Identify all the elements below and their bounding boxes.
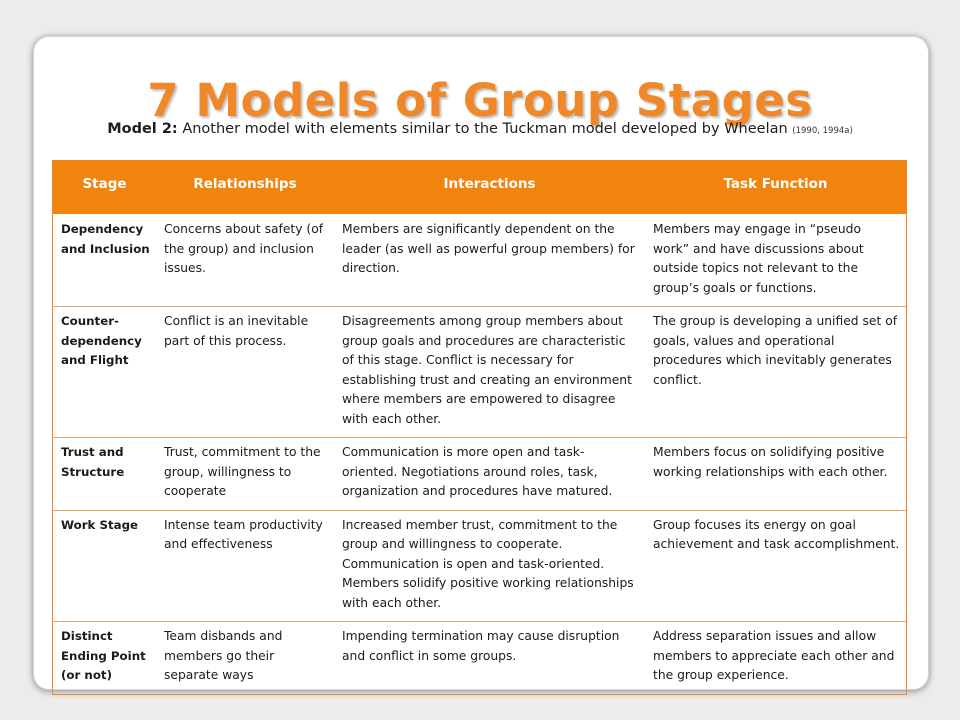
task-function-cell: The group is developing a unified set of…	[645, 306, 906, 438]
stages-table-wrapper: Stage Relationships Interactions Task Fu…	[52, 160, 907, 695]
subtitle: Model 2: Another model with elements sim…	[0, 120, 960, 140]
interactions-cell: Increased member trust, commitment to th…	[334, 509, 645, 622]
header-interactions: Interactions	[334, 161, 645, 214]
relationships-cell: Team disbands and members go their separ…	[156, 621, 334, 694]
relationships-cell: Concerns about safety (of the group) and…	[164, 222, 324, 275]
header-stage: Stage	[53, 161, 156, 214]
task-function-cell: Address separation issues and allow memb…	[645, 621, 906, 694]
interactions-cell: Members are significantly dependent on t…	[342, 222, 635, 275]
stages-table: Stage Relationships Interactions Task Fu…	[53, 161, 906, 694]
table-row: Work Stage Intense team productivity and…	[53, 509, 906, 622]
page-title: 7 Models of Group Stages	[147, 74, 813, 128]
header-task-function: Task Function	[645, 161, 906, 214]
interactions-cell: Disagreements among group members about …	[334, 306, 645, 438]
stage-cell: Dependency and Inclusion	[61, 222, 150, 256]
citation: (1990, 1994a)	[792, 126, 853, 136]
relationships-cell: Conflict is an inevitable part of this p…	[156, 306, 334, 438]
stage-cell: Trust and Structure	[53, 437, 156, 510]
task-function-cell: Members may engage in “pseudo work” and …	[653, 222, 864, 295]
header-relationships: Relationships	[156, 161, 334, 214]
interactions-cell: Communication is more open and task-orie…	[334, 437, 645, 510]
interactions-cell: Impending termination may cause disrupti…	[334, 621, 645, 694]
subtitle-text: Another model with elements similar to t…	[182, 121, 788, 137]
relationships-cell: Trust, commitment to the group, willingn…	[156, 437, 334, 510]
relationships-cell: Intense team productivity and effectiven…	[156, 509, 334, 622]
stage-cell: Counter-dependency and Flight	[53, 306, 156, 438]
model-label: Model 2:	[107, 121, 178, 137]
task-function-cell: Group focuses its energy on goal achieve…	[645, 509, 906, 622]
table-row: Dependency and Inclusion Concerns about …	[53, 214, 906, 307]
table-row: Distinct Ending Point (or not) Team disb…	[53, 621, 906, 694]
stage-cell: Distinct Ending Point (or not)	[53, 621, 156, 694]
table-row: Trust and Structure Trust, commitment to…	[53, 437, 906, 510]
task-function-cell: Members focus on solidifying positive wo…	[645, 437, 906, 510]
stage-cell: Work Stage	[53, 509, 156, 622]
table-row: Counter-dependency and Flight Conflict i…	[53, 306, 906, 438]
table-header-row: Stage Relationships Interactions Task Fu…	[53, 161, 906, 214]
